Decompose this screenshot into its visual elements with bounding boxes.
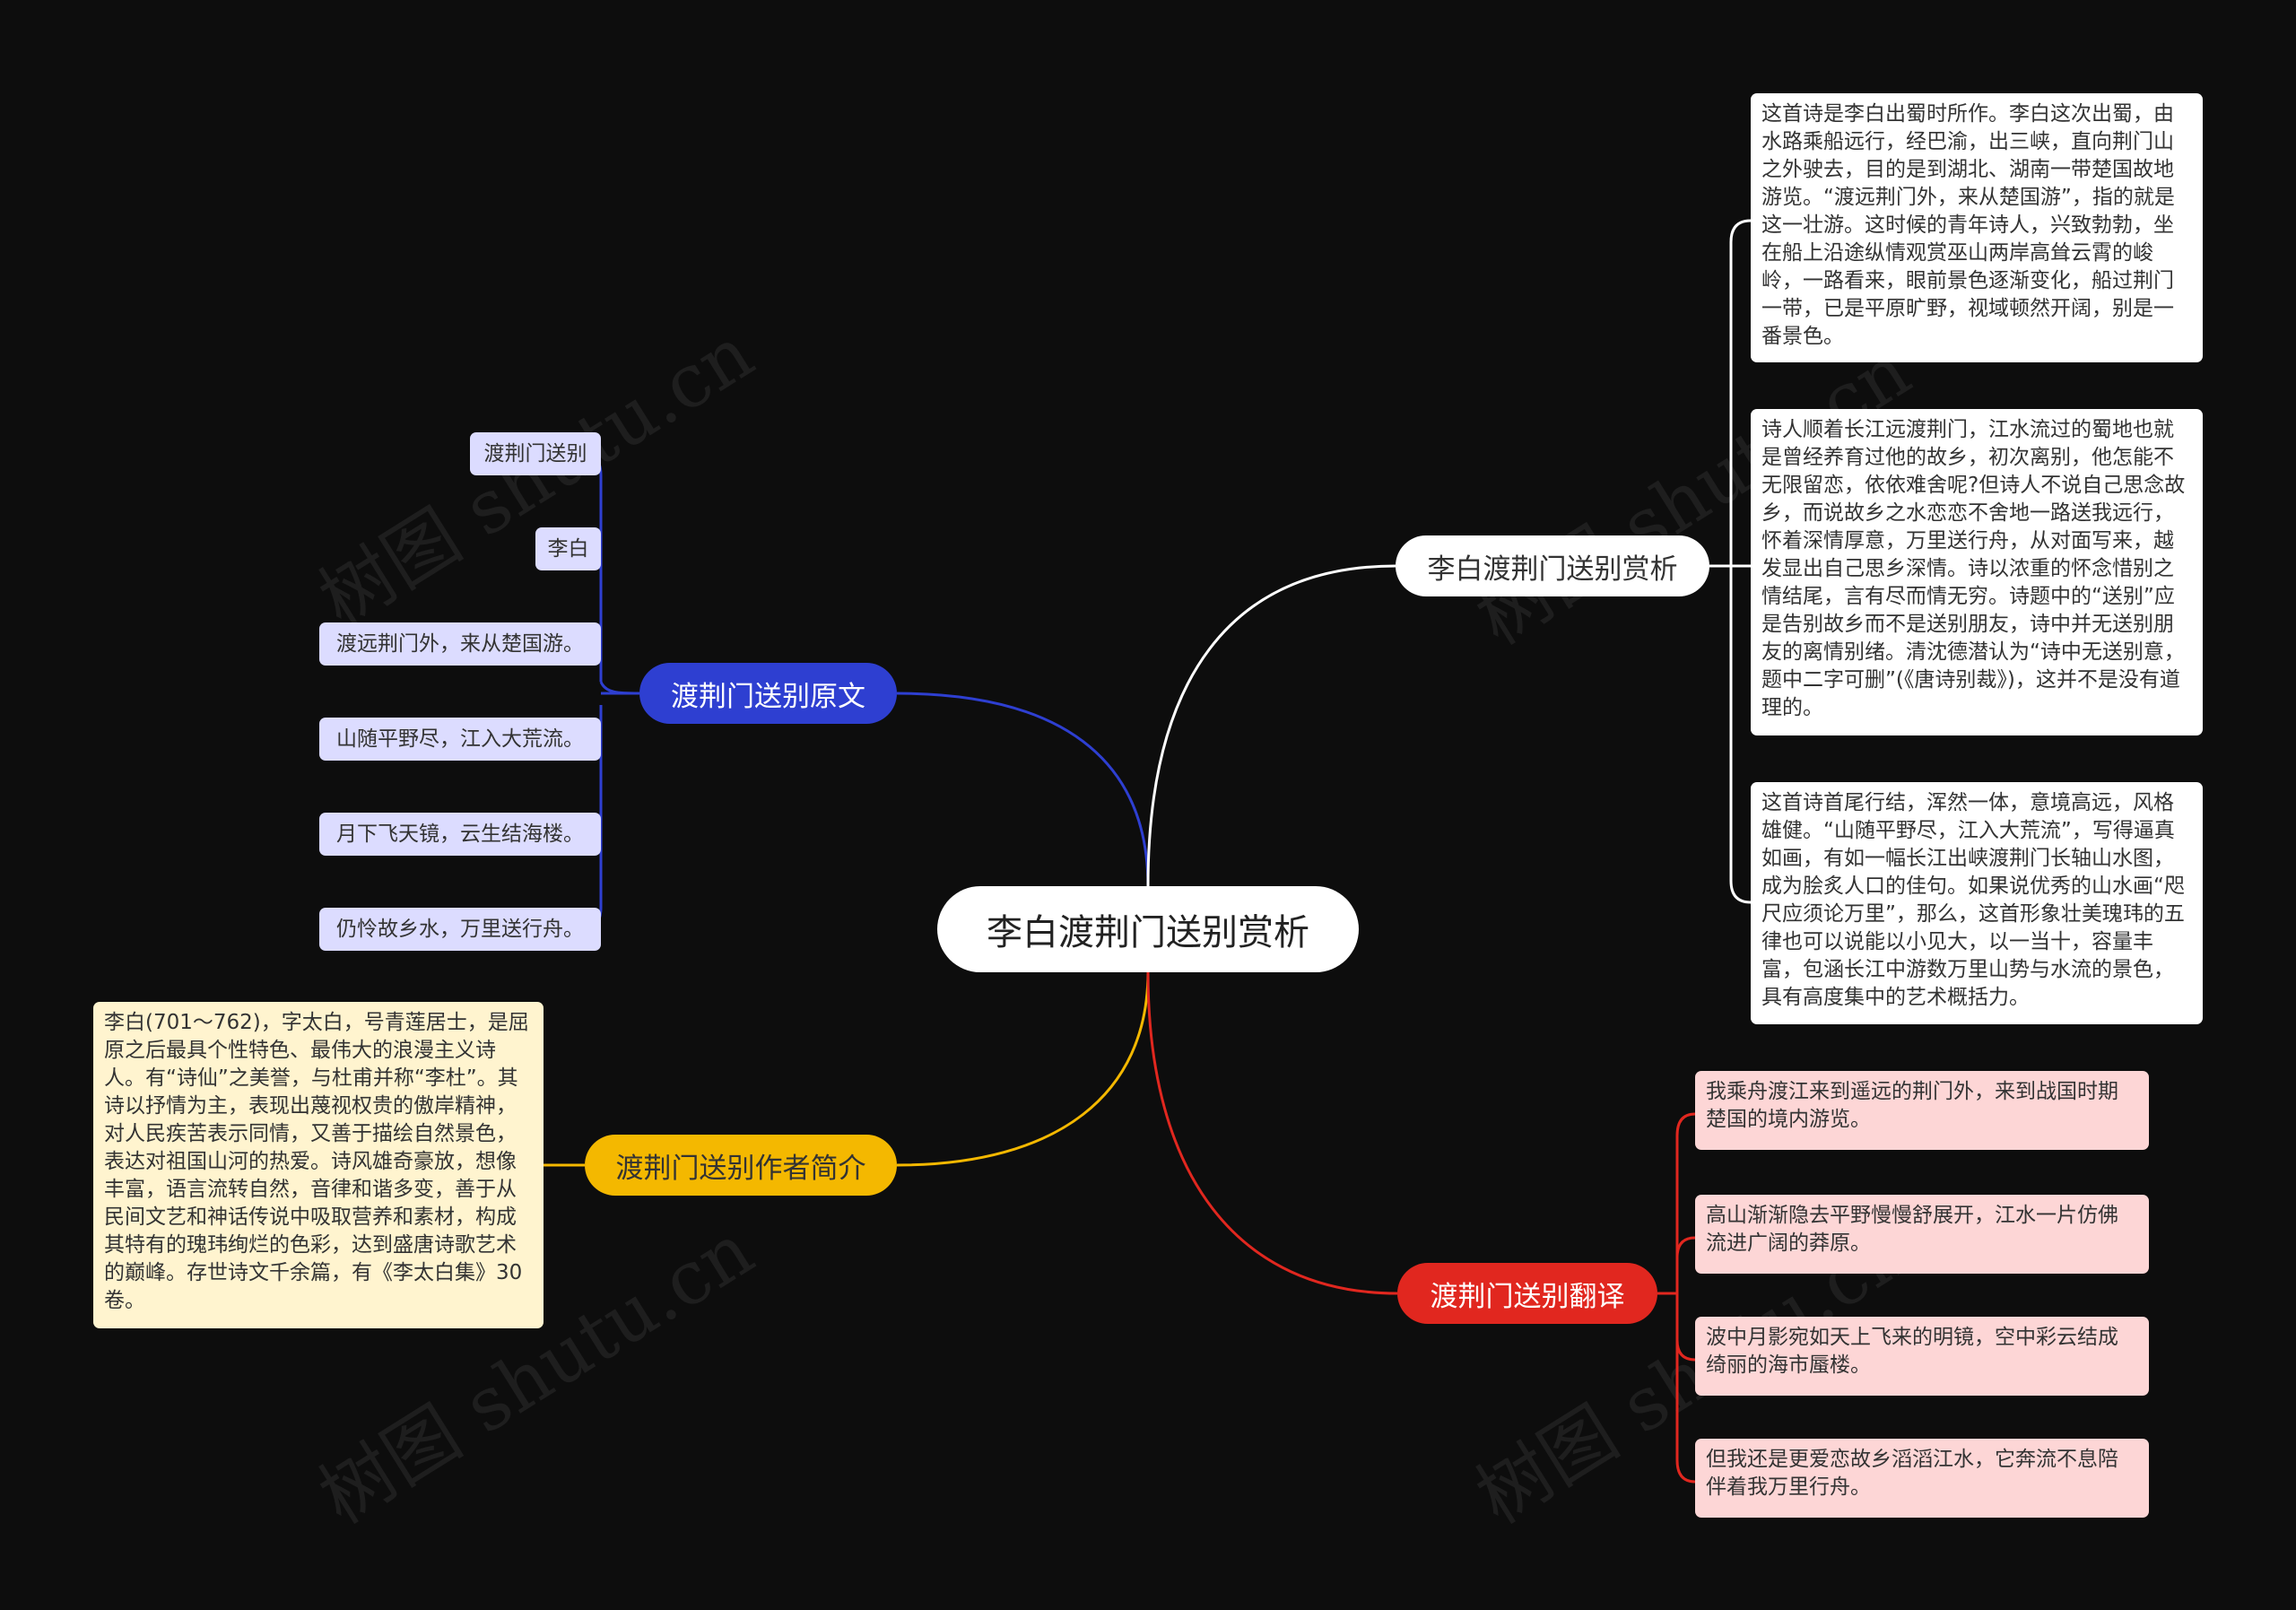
poem-line-2[interactable]: 山随平野尽，江入大荒流。 bbox=[319, 718, 601, 761]
link-center-original bbox=[896, 692, 1150, 887]
branch-author-intro[interactable]: 渡荆门送别作者简介 bbox=[585, 1135, 897, 1196]
poem-title[interactable]: 渡荆门送别 bbox=[470, 432, 601, 475]
branch-analysis[interactable]: 李白渡荆门送别赏析 bbox=[1396, 535, 1709, 596]
link-center-translation bbox=[1146, 971, 1398, 1295]
branch-translation[interactable]: 渡荆门送别翻译 bbox=[1397, 1263, 1657, 1324]
author-intro-text[interactable]: 李白(701～762)，字太白，号青莲居士，是屈原之后最具个性特色、最伟大的浪漫… bbox=[93, 1002, 544, 1328]
analysis-paragraph-3[interactable]: 这首诗首尾行结，浑然一体，意境高远，风格雄健。“山随平野尽，江入大荒流”，写得逼… bbox=[1751, 782, 2203, 1024]
branch-original-poem[interactable]: 渡荆门送别原文 bbox=[639, 663, 897, 724]
link-center-author bbox=[896, 971, 1150, 1167]
link-center-analysis bbox=[1146, 564, 1396, 887]
translation-line-4[interactable]: 但我还是更爱恋故乡滔滔江水，它奔流不息陪伴着我万里行舟。 bbox=[1695, 1439, 2149, 1518]
poem-line-4[interactable]: 仍怜故乡水，万里送行舟。 bbox=[319, 908, 601, 951]
poem-line-1[interactable]: 渡远荆门外，来从楚国游。 bbox=[319, 622, 601, 666]
translation-line-1[interactable]: 我乘舟渡江来到遥远的荆门外，来到战国时期楚国的境内游览。 bbox=[1695, 1071, 2149, 1150]
translation-line-3[interactable]: 波中月影宛如天上飞来的明镜，空中彩云结成绮丽的海市蜃楼。 bbox=[1695, 1317, 2149, 1396]
central-topic[interactable]: 李白渡荆门送别赏析 bbox=[937, 886, 1359, 972]
poem-author[interactable]: 李白 bbox=[535, 527, 601, 570]
analysis-paragraph-1[interactable]: 这首诗是李白出蜀时所作。李白这次出蜀，由水路乘船远行，经巴渝，出三峡，直向荆门山… bbox=[1751, 93, 2203, 362]
analysis-paragraph-2[interactable]: 诗人顺着长江远渡荆门，江水流过的蜀地也就是曾经养育过他的故乡，初次离别，他怎能不… bbox=[1751, 409, 2203, 735]
poem-line-3[interactable]: 月下飞天镜，云生结海楼。 bbox=[319, 813, 601, 856]
translation-line-2[interactable]: 高山渐渐隐去平野慢慢舒展开，江水一片仿佛流进广阔的莽原。 bbox=[1695, 1195, 2149, 1274]
